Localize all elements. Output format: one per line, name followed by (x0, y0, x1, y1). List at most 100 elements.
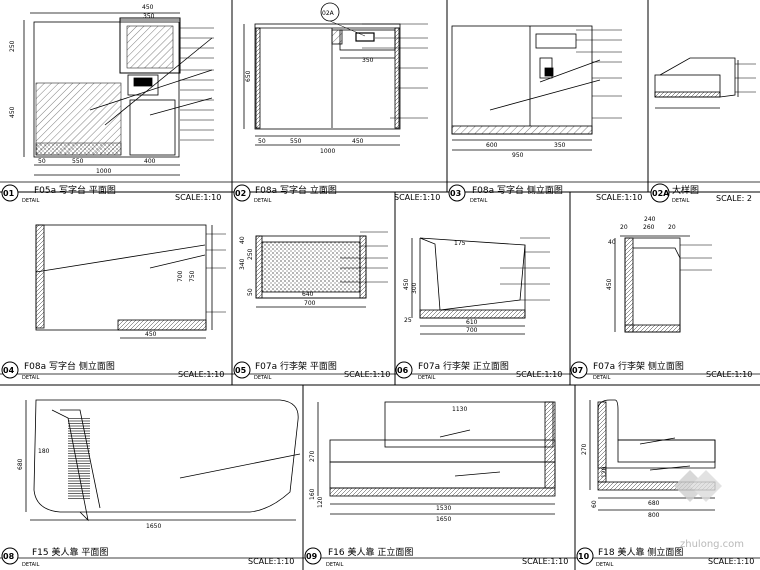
panel-title: F07a 行李架 侧立面图 (593, 360, 684, 372)
callouts-04 (206, 233, 226, 313)
panel-sub: DETAIL (418, 375, 436, 381)
drawing-01 (23, 12, 213, 176)
dim-04-b: 750 (189, 270, 196, 282)
panel-title: F08a 写字台 侧立面图 (24, 360, 115, 372)
panel-sub: DETAIL (672, 198, 690, 204)
title-block-10: 10 F18 美人靠 侧立面图 DETAIL SCALE:1:10 (576, 546, 754, 568)
dim-01-e: 550 (72, 158, 84, 165)
panel-title: 大样图 (672, 184, 699, 196)
dim-05-c: 250 (247, 248, 254, 260)
panel-scale: SCALE:1:10 (248, 557, 294, 566)
dim-09-c: 1650 (436, 516, 451, 523)
dim-07-c: 260 (643, 224, 655, 231)
callouts-03 (576, 29, 622, 119)
drawing-08 (25, 399, 301, 522)
title-block-06: 06 F07a 行李架 正立面图 DETAIL SCALE:1:10 (395, 360, 562, 381)
dim-05-e: 340 (239, 258, 246, 270)
watermark-logo-icon (674, 470, 722, 502)
dim-07-f: 450 (606, 278, 613, 290)
dim-02-a: 650 (245, 70, 252, 82)
dim-01-a: 450 (142, 4, 154, 11)
dim-09-a: 1130 (452, 406, 467, 413)
panel-scale: SCALE:1:10 (596, 193, 642, 202)
panel-sub: DETAIL (596, 562, 614, 568)
panel-scale: SCALE:1:10 (178, 370, 224, 379)
dim-03-c: 950 (512, 152, 524, 159)
panel-title: F05a 写字台 平面图 (34, 184, 116, 196)
dim-02-c: 550 (290, 138, 302, 145)
callouts-07 (680, 244, 712, 271)
panel-title: F07a 行李架 平面图 (255, 360, 337, 372)
dim-01-d: 450 (9, 106, 16, 118)
dim-06-f: 25 (404, 317, 412, 324)
panel-scale: SCALE:1:10 (706, 370, 752, 379)
drawing-09 (317, 401, 556, 515)
panel-scale: SCALE:1:10 (708, 557, 754, 566)
panel-number: 04 (3, 366, 15, 375)
panel-scale: SCALE:1:10 (516, 370, 562, 379)
dim-04-c: 450 (145, 331, 157, 338)
dim-10-e: 60 (591, 500, 598, 508)
panel-sub: DETAIL (22, 198, 40, 204)
panel-sub: DETAIL (254, 198, 272, 204)
drawing-10 (589, 399, 716, 511)
dim-01-h: 50 (38, 158, 46, 165)
dim-10-a: 680 (648, 500, 660, 507)
drawing-04 (35, 224, 213, 339)
dim-02-b: 350 (362, 57, 374, 64)
drawing-02a (654, 57, 739, 109)
dim-09-e: 160 (309, 488, 316, 500)
panel-title: F18 美人靠 侧立面图 (598, 546, 683, 558)
drawing-07 (614, 235, 690, 333)
title-block-04: 04 F08a 写字台 侧立面图 DETAIL SCALE:1:10 (1, 360, 224, 381)
dim-02-e: 1000 (320, 148, 335, 155)
panel-number: 07 (572, 366, 583, 375)
panel-number: 06 (397, 366, 409, 375)
dim-05-d: 50 (247, 288, 254, 296)
panel-number: 02 (235, 189, 246, 198)
dim-01-f: 400 (144, 158, 156, 165)
panel-scale: SCALE: 2 (716, 194, 752, 203)
dim-08-b: 680 (17, 458, 24, 470)
dim-03-a: 600 (486, 142, 498, 149)
callouts-01 (180, 27, 214, 141)
panel-number: 08 (3, 552, 15, 561)
drawing-06 (411, 237, 526, 335)
dim-07-b: 20 (620, 224, 628, 231)
title-block-05: 05 F07a 行李架 平面图 DETAIL SCALE:1:10 (233, 360, 390, 381)
panel-title: F15 美人靠 平面图 (32, 546, 108, 558)
panel-title: F16 美人靠 正立面图 (328, 546, 413, 558)
dim-09-d: 270 (309, 450, 316, 462)
panel-number: 09 (306, 552, 318, 561)
dim-02-d: 450 (352, 138, 364, 145)
callout-02a-leader (329, 20, 366, 37)
drawing-02 (243, 23, 401, 146)
drawing-05 (255, 235, 367, 308)
dim-06-c: 300 (411, 282, 418, 294)
dim-01-g: 1000 (96, 168, 111, 175)
dim-01-c: 250 (9, 40, 16, 52)
dim-06-d: 610 (466, 319, 478, 326)
dim-07-d: 40 (608, 239, 616, 246)
dim-03-b: 350 (554, 142, 566, 149)
panel-title: F08a 写字台 侧立面图 (472, 184, 563, 196)
dim-09-f: 120 (317, 496, 324, 508)
watermark-text: zhulong.com (680, 539, 744, 550)
dim-01-b: 350 (143, 13, 155, 20)
title-block-02a: 02A 大样图 DETAIL SCALE: 2 (650, 183, 752, 204)
dim-05-a: 640 (302, 291, 314, 298)
callouts-05 (340, 231, 388, 283)
callout-02a-ref: 02A (322, 10, 335, 17)
panel-number: 05 (235, 366, 247, 375)
panel-scale: SCALE:1:10 (522, 557, 568, 566)
callouts-02 (362, 23, 428, 119)
dim-09-b: 1530 (436, 505, 451, 512)
title-block-02: 02 F08a 写字台 立面图 DETAIL SCALE:1:10 (233, 184, 440, 204)
title-bars (0, 181, 760, 559)
panel-sub: DETAIL (254, 375, 272, 381)
title-block-07: 07 F07a 行李架 侧立面图 DETAIL SCALE:1:10 (570, 360, 752, 381)
panel-number: 10 (578, 552, 590, 561)
panel-scale: SCALE:1:10 (344, 370, 390, 379)
dim-06-a: 175 (454, 240, 466, 247)
